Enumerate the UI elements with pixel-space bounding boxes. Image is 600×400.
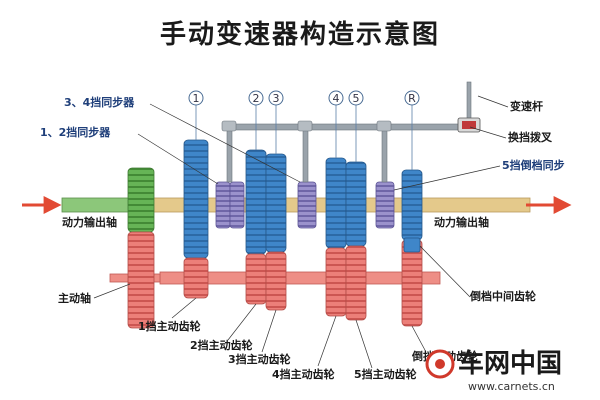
gear-4-driven xyxy=(325,157,347,249)
reverse-idler-gear xyxy=(403,237,421,253)
label-gear-3: 3挡主动齿轮 xyxy=(228,352,291,366)
label-gear-2: 2挡主动齿轮 xyxy=(190,338,253,352)
watermark-url: www.carnets.cn xyxy=(468,380,555,393)
fork-5r xyxy=(381,123,388,183)
sync-12-right xyxy=(229,181,245,229)
gear-1-driven xyxy=(183,139,209,259)
sync-5r xyxy=(375,181,395,229)
gear-number-5: 5 xyxy=(353,92,360,105)
fork-12 xyxy=(226,123,233,183)
gear-number-r: R xyxy=(408,92,416,105)
watermark-cn: 车网中国 xyxy=(458,348,562,379)
gear-r-driven xyxy=(401,169,423,241)
label-sync-34: 3、4挡同步器 xyxy=(64,95,135,109)
sync-12-left xyxy=(215,181,231,229)
fork-34 xyxy=(302,123,309,183)
shift-rail xyxy=(224,123,474,131)
label-gear-1: 1挡主动齿轮 xyxy=(138,319,201,333)
watermark: 车网中国 www.carnets.cn xyxy=(425,348,562,393)
gear-3-driven xyxy=(265,153,287,253)
label-shift-lever: 变速杆 xyxy=(510,99,543,113)
gear-2-driven xyxy=(245,149,267,255)
gear-5-drive xyxy=(345,245,367,321)
label-output-shaft-right: 动力输出轴 xyxy=(434,215,489,229)
label-main-shaft: 主动轴 xyxy=(58,291,91,305)
shift-lever-rod xyxy=(466,81,472,123)
shift-lever-knob xyxy=(462,121,476,129)
gear-number-markers: 1 2 3 4 5 R xyxy=(188,90,420,170)
fork-5r-head xyxy=(376,120,392,132)
label-shift-fork: 换挡拨叉 xyxy=(508,130,553,144)
label-sync-12: 1、2挡同步器 xyxy=(40,125,111,139)
gear-number-1: 1 xyxy=(193,92,200,105)
label-output-shaft-left: 动力输出轴 xyxy=(62,215,117,229)
gear-r-drive xyxy=(401,239,423,327)
label-gear-4: 4挡主动齿轮 xyxy=(272,367,335,381)
gear-3-drive xyxy=(265,251,287,311)
leader-lines xyxy=(93,95,509,369)
main-drive-gear xyxy=(127,231,155,329)
page-title: 手动变速器构造示意图 xyxy=(159,20,440,50)
fork-34-head xyxy=(297,120,313,132)
label-sync-5r: 5挡倒档同步 xyxy=(502,158,565,172)
label-gear-5: 5挡主动齿轮 xyxy=(354,367,417,381)
gear-2-drive xyxy=(245,253,267,305)
fork-12-head xyxy=(221,120,237,132)
gear-number-2: 2 xyxy=(253,92,260,105)
sync-34 xyxy=(297,181,317,229)
label-reverse-idler: 倒档中间齿轮 xyxy=(469,289,536,303)
gear-1-drive xyxy=(183,257,209,299)
gear-number-3: 3 xyxy=(273,92,280,105)
gear-number-4: 4 xyxy=(333,92,340,105)
gear-4-drive xyxy=(325,247,347,317)
gear-5-driven xyxy=(345,161,367,247)
input-gear xyxy=(127,167,155,233)
